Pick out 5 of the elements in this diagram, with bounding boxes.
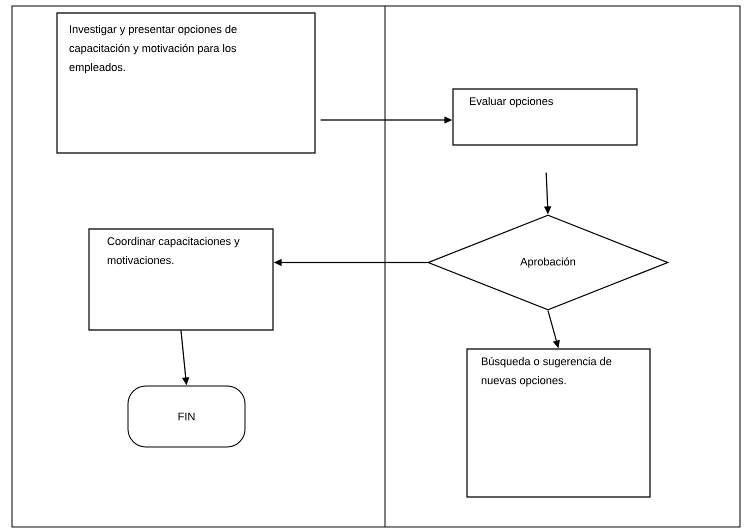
terminal-box: FIN	[128, 386, 246, 448]
process-box: Evaluar opciones	[452, 88, 638, 146]
process-box: Coordinar capacitaciones y motivaciones.	[88, 228, 274, 331]
process-box: Investigar y presentar opciones de capacitación y motivación para los empleados.	[56, 12, 316, 154]
process-box: Búsqueda o sugerencia de nuevas opciones.	[466, 348, 651, 498]
